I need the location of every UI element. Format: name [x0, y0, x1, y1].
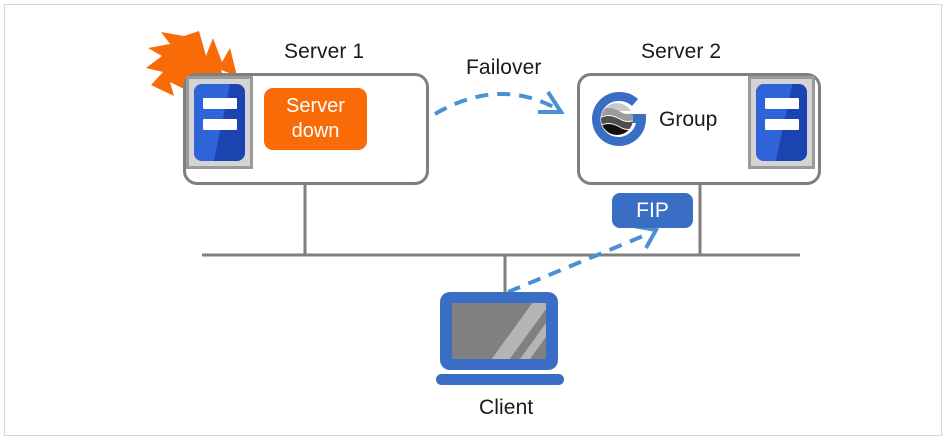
laptop-icon [436, 292, 564, 385]
failover-arrowhead [538, 90, 565, 114]
client-label: Client [479, 396, 534, 419]
lightning-burst-icon [146, 31, 237, 96]
fip-badge[interactable]: FIP [612, 193, 693, 228]
fip-move-arrow [507, 232, 649, 294]
server-down-line2: down [291, 120, 340, 142]
server1-title: Server 1 [284, 40, 365, 63]
server-machine-bar-bottom [203, 119, 237, 130]
server-machine-body [756, 84, 807, 161]
server-machine-bar-top [203, 98, 237, 109]
server-machine-bar-bottom [765, 119, 799, 130]
server-machine-bar-top [765, 98, 799, 109]
group-globe-icon [592, 91, 646, 146]
server2-title: Server 2 [641, 40, 722, 63]
failover-arrow [433, 92, 560, 116]
group-label: Group [659, 108, 718, 131]
server-machine-body [194, 84, 245, 161]
server2-machine-icon [748, 76, 815, 169]
failover-label: Failover [466, 56, 542, 79]
server1-machine-icon [186, 76, 253, 169]
server-down-badge: Server down [264, 88, 367, 150]
server-down-line1: Server [286, 95, 345, 117]
